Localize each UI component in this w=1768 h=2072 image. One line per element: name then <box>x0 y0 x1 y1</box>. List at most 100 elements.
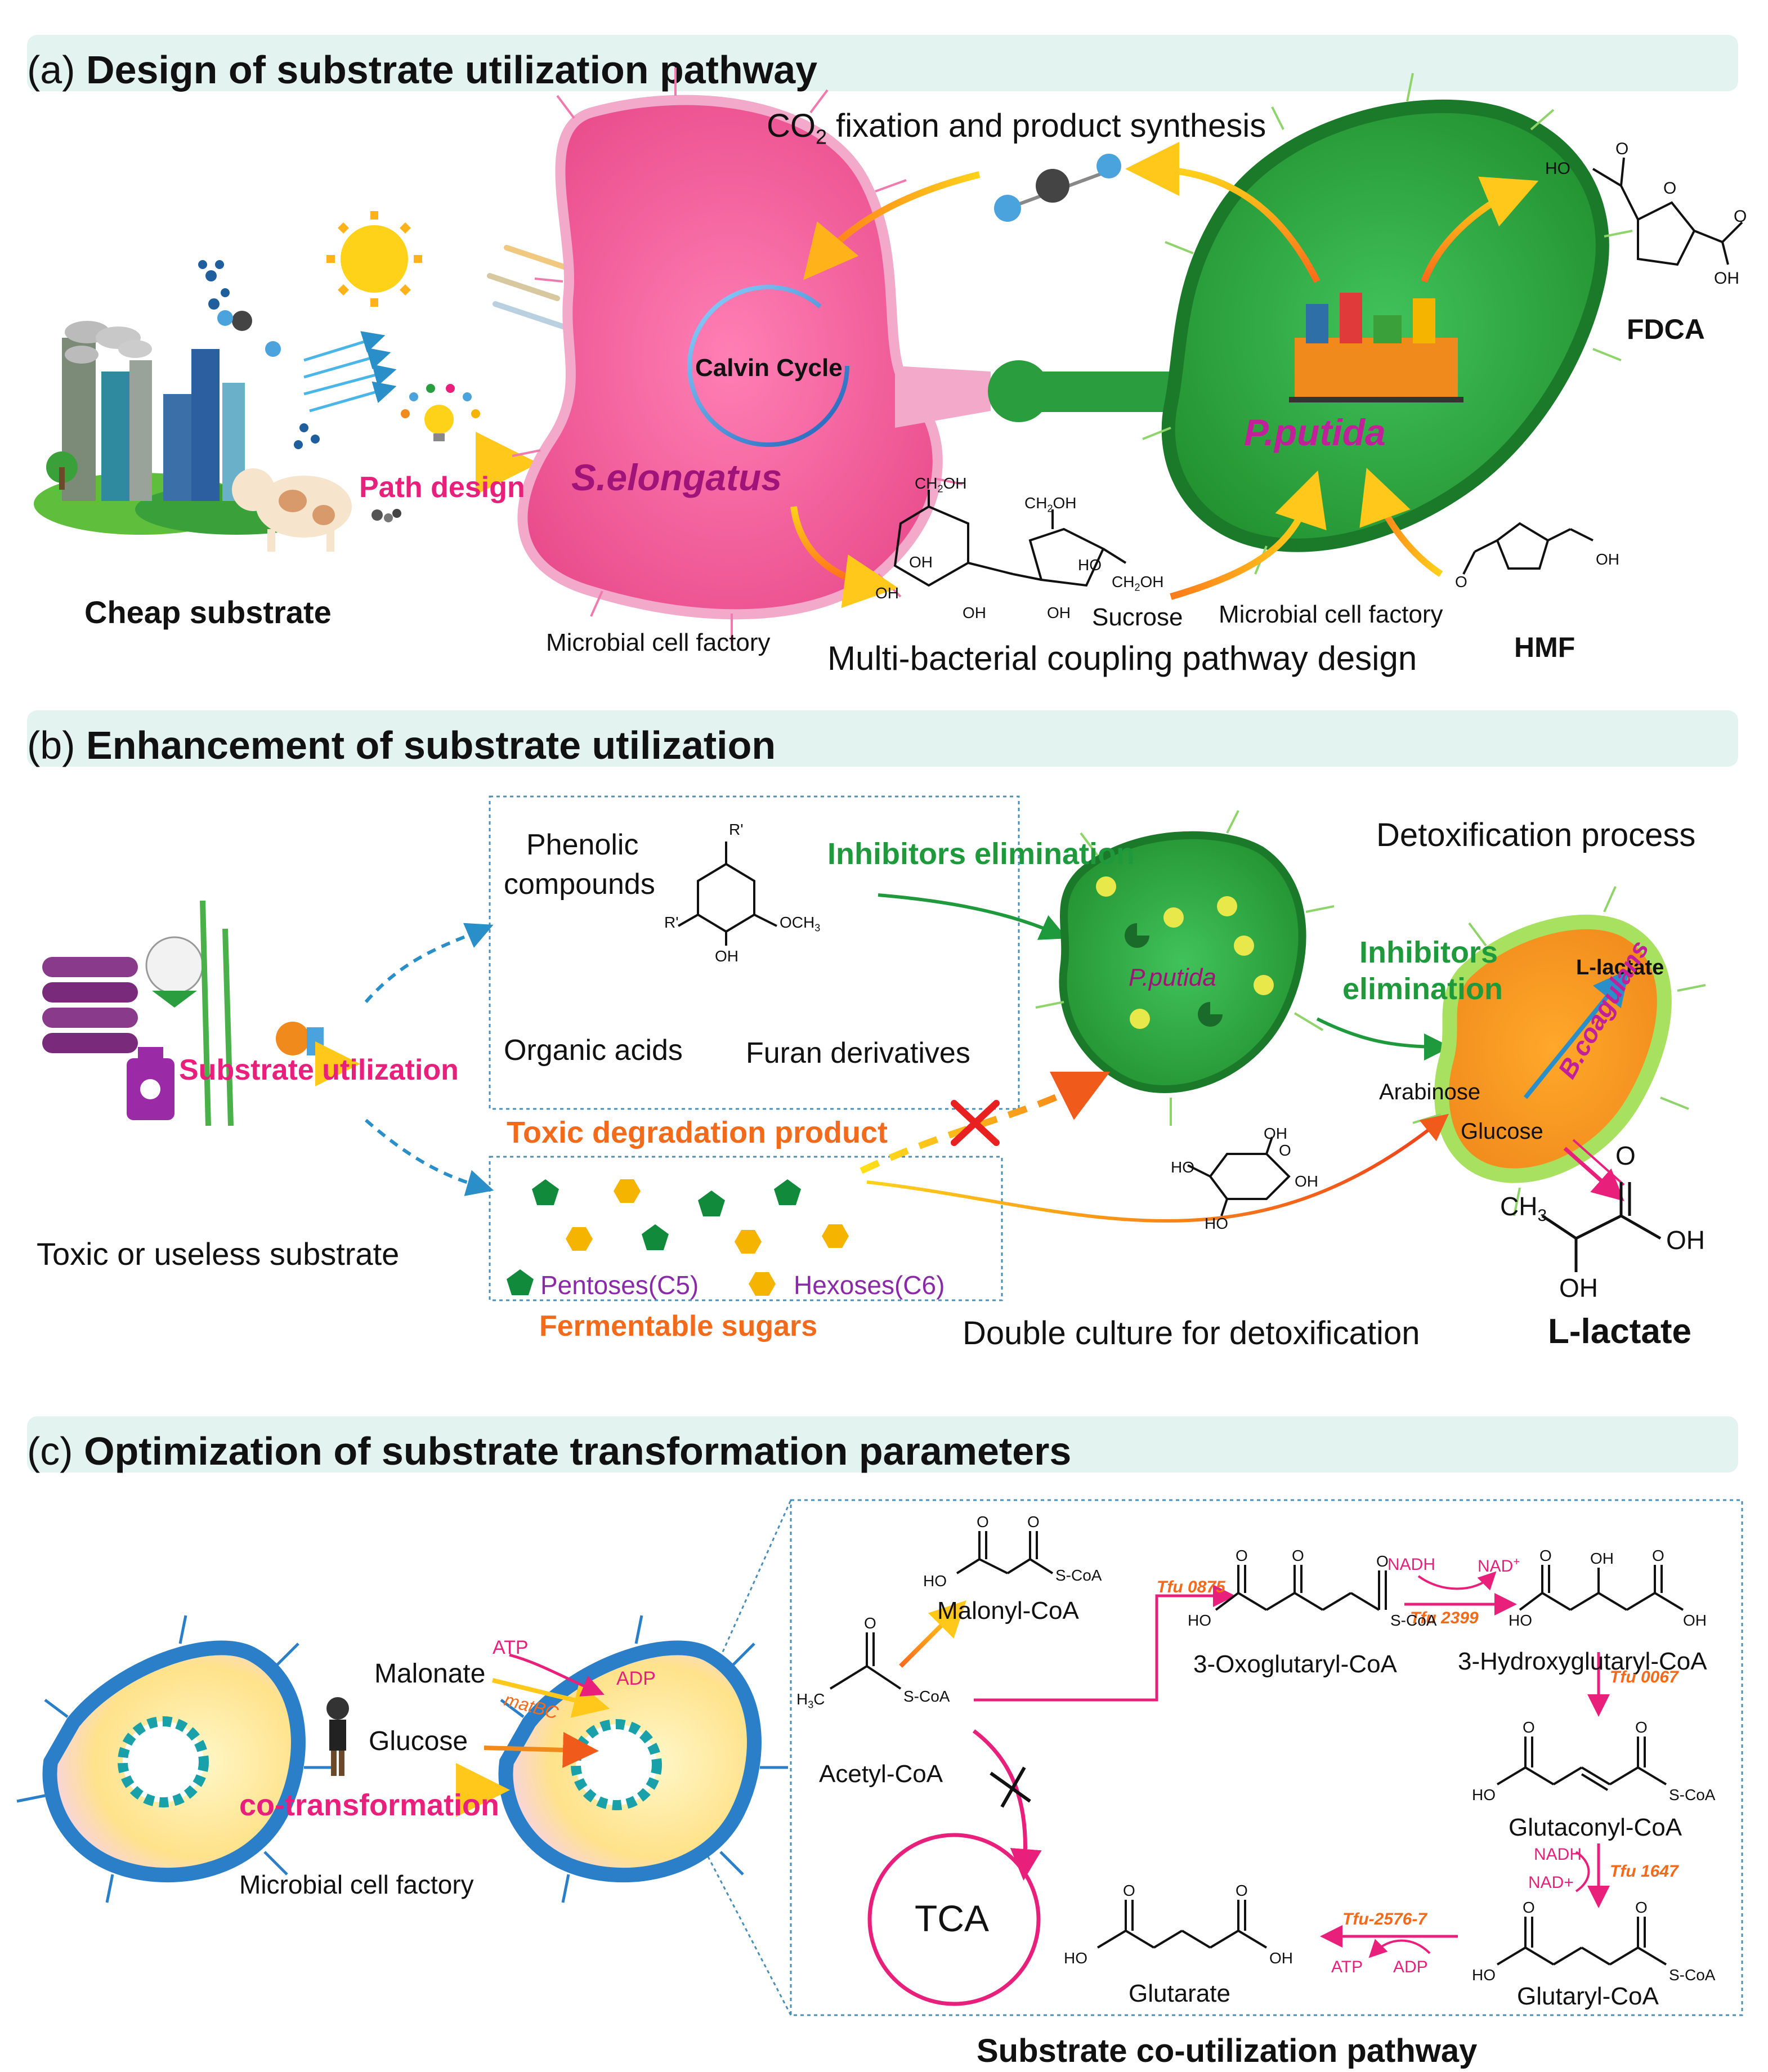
sucrose-label: Sucrose <box>1092 603 1183 631</box>
to-lactate-arrow <box>1563 1147 1624 1201</box>
hexoses-label: Hexoses(C6) <box>794 1270 945 1300</box>
glucose-label-c: Glucose <box>369 1726 468 1756</box>
fdca-ho-label: HO <box>1545 159 1570 178</box>
calvin-cycle-ring <box>687 285 849 447</box>
pathway-box <box>790 1499 1743 2016</box>
molecules-icon <box>198 260 401 522</box>
arabinose-label: Arabinose <box>1379 1080 1481 1104</box>
glutaconyl-scoa-label: S-CoA <box>1669 1786 1716 1804</box>
hexose-shape <box>735 1230 762 1254</box>
sucrose-oh-label-4: OH <box>1047 604 1071 621</box>
malonyl-coa-label: Malonyl-CoA <box>937 1597 1079 1625</box>
glutaconyl-ho-label: HO <box>1472 1786 1496 1804</box>
p-putida-b-hairs <box>1035 810 1335 1126</box>
nadh-label-2: NADH <box>1534 1845 1582 1864</box>
lactate-oh-label-2: OH <box>1559 1273 1598 1303</box>
arabinose-structure <box>1187 1136 1291 1216</box>
lactate-o-label: O <box>1615 1141 1636 1170</box>
sucrose-oh-label-2: OH <box>875 584 899 602</box>
l-lactate-inner-label: L-lactate <box>1576 956 1664 979</box>
factory-icon <box>1289 293 1463 402</box>
hmf-oh-label: OH <box>1596 551 1619 568</box>
oxoglutaryl-coa-label: 3-Oxoglutaryl-CoA <box>1193 1650 1397 1678</box>
selongatus-to-sucrose-arrow <box>790 506 898 608</box>
phenolic-oh-label: OH <box>715 947 738 965</box>
cell-right-hairs <box>500 1615 788 1903</box>
co2-to-selongatus-arrow <box>803 171 981 280</box>
sun-rays-icon <box>487 245 577 329</box>
cow-icon <box>232 468 352 552</box>
phenolic-structure <box>678 842 777 946</box>
pathway-title-label: Substrate co-utilization pathway <box>977 2033 1478 2069</box>
oxoglutaryl-o-label-2: O <box>1292 1547 1304 1564</box>
pentoses-label: Pentoses(C5) <box>540 1270 699 1300</box>
coupling-design-label: Multi-bacterial coupling pathway design <box>827 639 1417 677</box>
microbial-cell-factory-right: Microbial cell factory <box>1219 601 1443 628</box>
toxic-dashed-arrow <box>860 1071 1111 1174</box>
hexose-legend-shape <box>749 1272 776 1296</box>
glutarate-label: Glutarate <box>1129 1980 1230 2007</box>
nadh-label-1: NADH <box>1387 1555 1436 1574</box>
tca-circle <box>867 1833 1041 2006</box>
tfu2576-label: Tfu-2576-7 <box>1342 1910 1427 1928</box>
malonyl-ho-label: HO <box>923 1572 947 1590</box>
section-a-banner: (a) Design of substrate utilization path… <box>27 35 1738 92</box>
toxic-degradation-label: Toxic degradation product <box>507 1116 888 1149</box>
arabinose-ho-label-2: HO <box>1205 1215 1228 1232</box>
fdca-o-label-2: O <box>1663 179 1677 198</box>
hexose-shape <box>566 1227 593 1251</box>
glutarate-o-label-2: O <box>1236 1882 1248 1899</box>
nad-plus-label-2: NAD+ <box>1528 1873 1574 1892</box>
adp-label: ADP <box>616 1668 656 1689</box>
inhibitors-elimination-arrow-2 <box>1316 1017 1451 1060</box>
glutarate-ho-label: HO <box>1064 1949 1087 1967</box>
glutaconyl-coa-structure <box>1496 1737 1667 1791</box>
poison-bottle-icon <box>127 1047 174 1120</box>
arabinose-o-label: O <box>1279 1142 1291 1159</box>
hmf-label: HMF <box>1514 632 1575 663</box>
acetyl-to-malonyl-arrow <box>899 1600 966 1668</box>
microbial-cell-factory-c: Microbial cell factory <box>239 1870 474 1899</box>
lactate-ch3-label: CH3 <box>1500 1192 1547 1225</box>
sucrose-oh-label-3: OH <box>963 604 986 621</box>
calvin-cycle-label: Calvin Cycle <box>695 354 843 382</box>
fermentable-sugars-label: Fermentable sugars <box>539 1310 818 1342</box>
atp-adp-arrow <box>509 1653 605 1697</box>
glutaconyl-coa-label: Glutaconyl-CoA <box>1509 1814 1682 1841</box>
sucrose-ho-label: HO <box>1078 556 1102 574</box>
hydroxyglutaryl-o-label-2: O <box>1652 1547 1664 1564</box>
toxic-substrate-label: Toxic or useless substrate <box>37 1236 400 1272</box>
person-icon <box>326 1697 349 1776</box>
oxoglutaryl-coa-structure <box>1215 1565 1387 1611</box>
lactate-oh-label-1: OH <box>1666 1225 1705 1255</box>
hydroxyglutaryl-oh-label-1: OH <box>1683 1612 1707 1629</box>
nadh-curve <box>1417 1571 1497 1591</box>
atp-label: ATP <box>493 1637 529 1658</box>
organic-acids-label: Organic acids <box>504 1034 683 1067</box>
phenolic-r-label-2: R' <box>664 914 679 931</box>
glutaconyl-o-label-1: O <box>1523 1719 1535 1736</box>
substrate-utilization-label: Substrate utilization <box>179 1054 459 1086</box>
s-elongatus-label: S.elongatus <box>571 457 782 498</box>
glutaryl-o-label-1: O <box>1523 1899 1535 1916</box>
acetyl-coa-label: Acetyl-CoA <box>819 1760 943 1788</box>
p-putida-label-b: P.putida <box>1129 964 1216 991</box>
glutaryl-coa-label: Glutaryl-CoA <box>1517 1983 1659 2010</box>
glutaryl-coa-structure <box>1496 1917 1667 1966</box>
hydroxyglutaryl-coa-structure <box>1519 1565 1684 1611</box>
blocked-tca-x-icon <box>990 1766 1031 1808</box>
sucrose-ch2oh-label-1: CH2OH <box>915 475 967 495</box>
fdca-o-label-1: O <box>1615 140 1629 158</box>
putida-to-co2-arrow <box>1125 142 1321 283</box>
arabinose-oh-label-1: OH <box>1264 1125 1287 1142</box>
to-inhibitors-dashed-arrow <box>364 923 494 1003</box>
inhibitors-elimination-label-2b: elimination <box>1342 972 1503 1006</box>
acetyl-to-tca-arrow <box>972 1729 1042 1881</box>
section-b-label: (b) <box>27 723 75 767</box>
microbial-cell-factory-left: Microbial cell factory <box>546 629 771 656</box>
section-b-banner: (b) Enhancement of substrate utilization <box>27 710 1738 767</box>
hydroxyglutaryl-o-label-1: O <box>1539 1547 1552 1564</box>
sucrose-oh-label-1: OH <box>909 553 933 571</box>
acetyl-o-label: O <box>864 1614 876 1632</box>
